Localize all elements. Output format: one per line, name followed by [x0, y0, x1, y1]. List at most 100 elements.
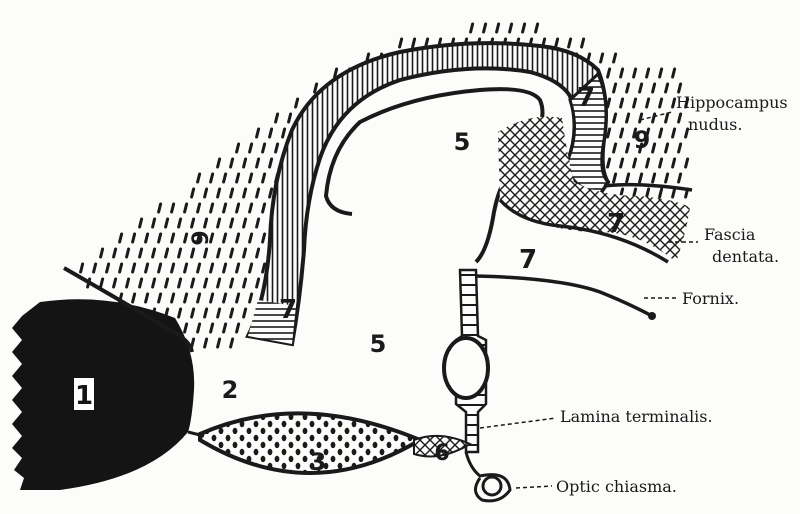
cortex-dash: [218, 159, 220, 167]
cortex-dash: [283, 129, 285, 137]
cortex-dash: [224, 234, 226, 242]
cortex-dash: [166, 279, 168, 287]
cortex-dash: [192, 279, 194, 287]
cortex-dash: [231, 159, 233, 167]
cortex-dash: [244, 189, 246, 197]
cortex-dash: [647, 99, 649, 107]
cortex-dash: [114, 249, 116, 257]
region-7-number-fornix: 7: [519, 245, 537, 275]
cortex-dash: [634, 69, 636, 77]
cortex-dash: [205, 189, 207, 197]
cortex-dash: [146, 234, 148, 242]
cortex-dash: [263, 144, 265, 152]
cortex-dash: [205, 279, 207, 287]
cortex-dash: [497, 24, 499, 32]
cortex-dash: [647, 69, 649, 77]
cortex-dash: [211, 174, 213, 182]
cortex-dash: [185, 204, 187, 212]
region-9-number-right: 9: [634, 126, 651, 154]
cortex-dash: [614, 84, 616, 92]
region-7-number-top: 7: [577, 83, 595, 113]
cortex-dash: [471, 24, 473, 32]
cortex-dash: [244, 159, 246, 167]
cortex-dash: [250, 174, 252, 182]
cortex-dash: [153, 279, 155, 287]
cortex-dash: [263, 204, 265, 212]
cortex-dash: [140, 219, 142, 227]
cortex-dash: [523, 24, 525, 32]
cortex-dash: [146, 294, 148, 302]
cortex-dash: [257, 129, 259, 137]
region-2-number: 2: [222, 376, 239, 404]
cortex-dash: [179, 309, 181, 317]
cortex-dash: [582, 39, 584, 47]
cortex-dash: [218, 309, 220, 317]
cortex-dash: [153, 249, 155, 257]
cortex-dash: [140, 279, 142, 287]
cortex-dash: [224, 204, 226, 212]
cortex-dash: [153, 219, 155, 227]
label-hippocampus-line1: Hippocampus: [676, 93, 788, 112]
cortex-dash: [166, 219, 168, 227]
cortex-dash: [653, 84, 655, 92]
region-5-number-upper: 5: [454, 128, 471, 156]
cortex-dash: [653, 174, 655, 182]
cortex-dash: [614, 174, 616, 182]
cortex-dash: [211, 324, 213, 332]
cortex-dash: [640, 114, 642, 122]
cortex-dash: [634, 159, 636, 167]
cortex-dash: [224, 264, 226, 272]
cortex-dash: [608, 99, 610, 107]
cortex-dash: [673, 99, 675, 107]
cortex-dash: [211, 204, 213, 212]
cortex-dash: [172, 294, 174, 302]
fornix-end: [648, 312, 656, 320]
cortex-dash: [296, 99, 298, 107]
cortex-dash: [484, 24, 486, 32]
cortex-dash: [608, 159, 610, 167]
cortex-dash: [263, 234, 265, 242]
cortex-dash: [224, 294, 226, 302]
cortex-dash: [276, 144, 278, 152]
cortex-dash: [569, 39, 571, 47]
cortex-dash: [172, 264, 174, 272]
cortex-dash: [686, 159, 688, 167]
cortex-dash: [621, 129, 623, 137]
region-7-number-fascia: 7: [607, 209, 625, 239]
cortex-dash: [101, 279, 103, 287]
cortex-dash: [192, 309, 194, 317]
cortex-dash: [140, 249, 142, 257]
cortex-dash: [673, 69, 675, 77]
cortex-dash: [621, 99, 623, 107]
cortex-dash: [218, 219, 220, 227]
cortex-dash: [172, 234, 174, 242]
cortex-dash: [250, 204, 252, 212]
cortex-dash: [413, 39, 415, 47]
cortex-dash: [647, 189, 649, 197]
cortex-dash: [198, 174, 200, 182]
cortex-dash: [257, 249, 259, 257]
cortex-dash: [627, 114, 629, 122]
cortex-dash: [673, 129, 675, 137]
cortex-dash: [263, 174, 265, 182]
cortex-dash: [614, 144, 616, 152]
cortex-dash: [185, 264, 187, 272]
cortex-dash: [205, 249, 207, 257]
cortex-dash: [146, 264, 148, 272]
cortex-dash: [231, 249, 233, 257]
cortex-dash: [660, 69, 662, 77]
cortex-dash: [198, 264, 200, 272]
cortex-dash: [250, 144, 252, 152]
cortex-dash: [198, 204, 200, 212]
optic-chiasma-ring: [483, 477, 501, 495]
cortex-dash: [231, 219, 233, 227]
cortex-dash: [218, 189, 220, 197]
cortex-dash: [621, 69, 623, 77]
cortex-dash: [107, 264, 109, 272]
cortex-dash: [270, 129, 272, 137]
fornix-line: [476, 276, 652, 316]
cortex-dash: [218, 279, 220, 287]
cortex-dash: [237, 204, 239, 212]
cortex-dash: [159, 294, 161, 302]
cortex-dash: [263, 264, 265, 272]
